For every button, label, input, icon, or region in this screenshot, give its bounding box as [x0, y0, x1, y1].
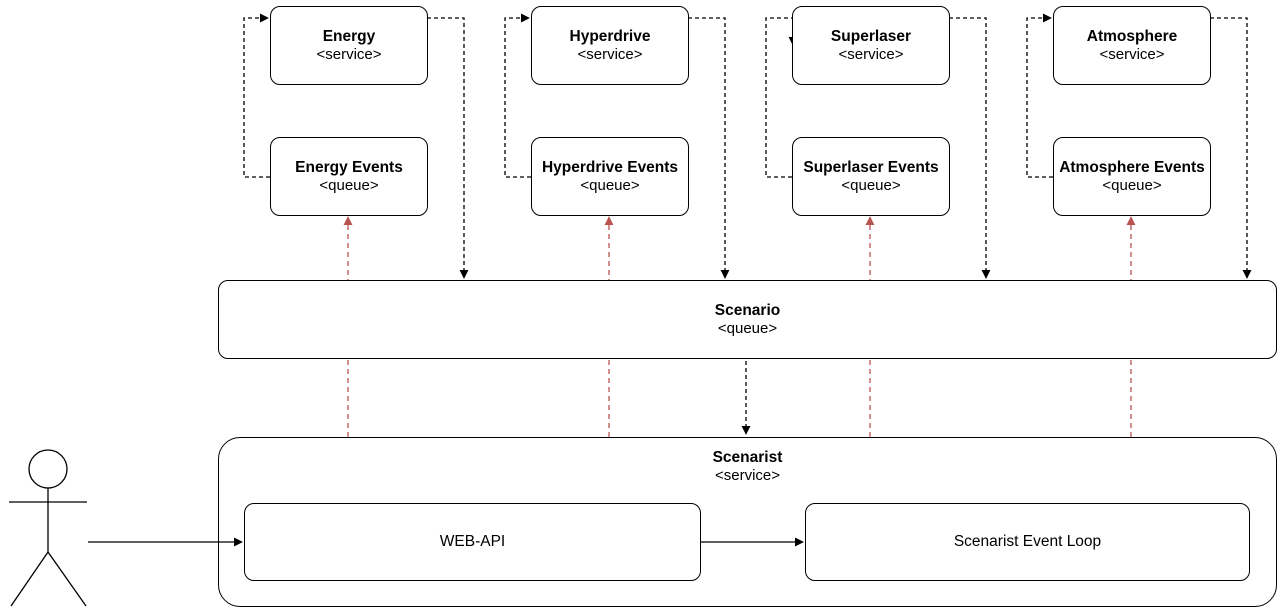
superlaser-to-scenario-link	[949, 17, 991, 279]
hyperdrive-events-queue[interactable]: Hyperdrive Events <queue>	[531, 137, 689, 216]
scenarist-title: Scenarist	[712, 449, 783, 466]
hyperdrive-to-scenario-link	[688, 17, 730, 279]
scenarist-event-loop-label: Scenarist Event Loop	[953, 533, 1102, 550]
atmosphere-to-scenario-link	[1210, 17, 1252, 279]
scenarist-event-loop-box[interactable]: Scenarist Event Loop	[805, 503, 1250, 581]
web-api-box[interactable]: WEB-API	[244, 503, 701, 581]
hyperdrive-events-to-hyperdrive-link	[504, 13, 531, 178]
energy-events-queue[interactable]: Energy Events <queue>	[270, 137, 428, 216]
superlaser-events-title: Superlaser Events	[803, 159, 939, 176]
hyperdrive-service[interactable]: Hyperdrive <service>	[531, 6, 689, 85]
superlaser-events-to-superlaser-link	[765, 17, 798, 178]
energy-service[interactable]: Energy <service>	[270, 6, 428, 85]
scenario-title: Scenario	[714, 302, 781, 319]
superlaser-service-title: Superlaser	[830, 28, 912, 45]
energy-to-scenario-link	[427, 17, 469, 279]
atmosphere-events-queue[interactable]: Atmosphere Events <queue>	[1053, 137, 1211, 216]
energy-service-stereotype: <service>	[316, 46, 382, 63]
hyperdrive-events-title: Hyperdrive Events	[541, 159, 679, 176]
scenario-queue[interactable]: Scenario <queue>	[218, 280, 1277, 359]
scenarist-service[interactable]: Scenarist <service>	[218, 437, 1277, 607]
superlaser-events-queue[interactable]: Superlaser Events <queue>	[792, 137, 950, 216]
stick-figure-actor-icon[interactable]	[0, 0, 100, 612]
hyperdrive-service-title: Hyperdrive	[569, 28, 651, 45]
scenario-stereotype: <queue>	[717, 320, 778, 337]
energy-events-to-energy-link	[243, 13, 270, 178]
superlaser-events-stereotype: <queue>	[841, 177, 901, 194]
energy-events-title: Energy Events	[295, 159, 403, 176]
atmosphere-service-title: Atmosphere	[1086, 28, 1178, 45]
hyperdrive-service-stereotype: <service>	[577, 46, 643, 63]
superlaser-service-stereotype: <service>	[838, 46, 904, 63]
atmosphere-events-title: Atmosphere Events	[1059, 159, 1205, 176]
atmosphere-service-stereotype: <service>	[1099, 46, 1165, 63]
atmosphere-events-to-atmosphere-link	[1026, 13, 1053, 178]
scenarist-stereotype: <service>	[714, 467, 781, 484]
hyperdrive-events-stereotype: <queue>	[580, 177, 640, 194]
web-api-label: WEB-API	[439, 533, 506, 550]
atmosphere-events-stereotype: <queue>	[1102, 177, 1162, 194]
atmosphere-service[interactable]: Atmosphere <service>	[1053, 6, 1211, 85]
superlaser-service[interactable]: Superlaser <service>	[792, 6, 950, 85]
energy-service-title: Energy	[322, 28, 376, 45]
energy-events-stereotype: <queue>	[319, 177, 379, 194]
